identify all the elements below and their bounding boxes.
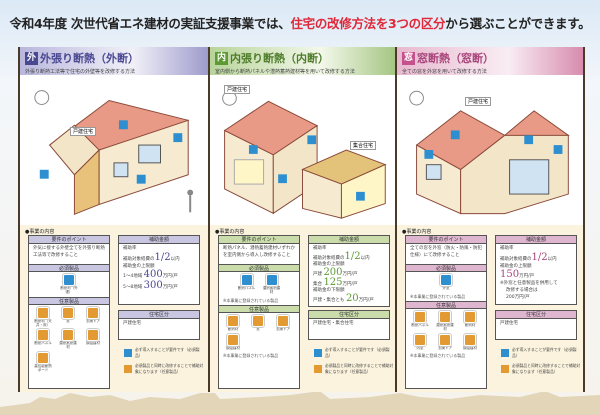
amount-header: 補助金額 — [309, 236, 389, 244]
point-header: 要件のポイント — [29, 236, 109, 244]
house-illustration: 戸建住宅 — [397, 75, 583, 225]
product-icon: 玄関ドア — [273, 313, 293, 332]
legend-optional: 必須製品と同時に改修することで補助対象になります（任意製品） — [501, 363, 581, 375]
amount-box: 補助金額 補助率 補助対象経費の1/2以内 補助金の上限額 戸建 200万円/戸… — [308, 235, 390, 307]
amount-text: 補助率 補助対象経費の1/2以内 補助金の上限額 1〜4地域 400万円/戸 5… — [123, 246, 180, 291]
requirements-box: 要件のポイント 断熱パネル、潜熱蓄熱建材いずれかを室内側から導入し改修すること … — [218, 235, 300, 389]
product-icon: 断熱材（外張） — [59, 273, 79, 295]
panel-window-insulation: 窓窓断熱（窓断） 全ての窓を外窓を用いて改修する方法 戸建住宅 ●事業の内容 要… — [395, 47, 585, 392]
panel-inner-insulation: 内内張り断熱（内断） 室内側から断熱パネルや潜熱蓄熱建材等を用いて改修する方法 … — [208, 47, 397, 392]
product-icon: 断熱材 — [223, 313, 243, 332]
house-illustration: 戸建住宅 集合住宅 — [210, 75, 395, 225]
product-icon: 内窓 — [410, 332, 430, 351]
requirements-box: 要件のポイント 全ての窓を外窓（防火・防風・防犯仕様）にて改修すること 必須製品… — [405, 235, 487, 389]
product-icon: 外窓 — [436, 273, 456, 291]
section-label: ●事業の内容 — [402, 229, 432, 235]
amount-text: 補助率 補助対象経費の1/2以内 補助金の上限額 150万円/戸 ※外窓と任意製… — [500, 246, 558, 300]
product-icon: 高性能断熱ボード — [33, 351, 53, 373]
house-type-box: 住宅区分 戸建住宅・集合住宅 — [308, 310, 390, 340]
amount-header: 補助金額 — [119, 236, 199, 244]
required-note: ※本事業に登録されている製品 — [223, 297, 279, 303]
panel-title: 窓断熱（窓断） — [417, 52, 494, 65]
product-icon: 潜熱蓄熱建材 — [58, 328, 78, 350]
amount-text: 補助率 補助対象経費の1/2以内 補助金の上限額 戸建 200万円/戸 集合 1… — [313, 246, 374, 305]
section-label: ●事業の内容 — [25, 229, 55, 235]
panel-outer-insulation: 外外張り断熱（外断） 外張り断熱工法等で住宅の外壁等を改修する方法 戸建住宅 ●… — [18, 47, 210, 392]
panel-title: 内張り断熱（内断） — [230, 52, 329, 65]
amount-box: 補助金額 補助率 補助対象経費の1/2以内 補助金の上限額 1〜4地域 400万… — [118, 235, 200, 305]
optional-header: 任意製品 — [406, 300, 486, 309]
point-header: 要件のポイント — [219, 236, 299, 244]
product-icon: 調湿建材 — [83, 328, 103, 350]
optional-header: 任意製品 — [29, 296, 109, 305]
panel-header: 外外張り断熱（外断） 外張り断熱工法等で住宅の外壁等を改修する方法 — [20, 47, 208, 75]
legend-optional: 必須製品と同時に改修することで補助対象になります（任意製品） — [124, 363, 204, 375]
house-label: 戸建住宅 — [465, 97, 492, 106]
legend-required: 必ず導入することが要件です（必須製品） — [124, 347, 204, 359]
product-icon: 潜熱蓄熱建材 — [435, 309, 455, 332]
legend-required: 必ず導入することが要件です（必須製品） — [314, 347, 394, 359]
house-type-box: 住宅区分 戸建住宅 — [495, 310, 577, 340]
house-label: 戸建住宅 — [70, 127, 97, 136]
required-header: 必須製品 — [406, 264, 486, 272]
inner-badge: 内 — [215, 51, 228, 65]
panel-header: 内内張り断熱（内断） 室内側から断熱パネルや潜熱蓄熱建材等を用いて改修する方法 — [210, 47, 395, 75]
product-icon: 断熱パネル — [33, 328, 53, 350]
required-header: 必須製品 — [219, 264, 299, 272]
house-illustration: 戸建住宅 — [20, 75, 208, 225]
required-note: ※本事業に登録されている製品 — [410, 293, 466, 299]
point-text: 全ての窓を外窓（防火・防風・防犯仕様）にて改修すること — [410, 246, 482, 258]
point-text: 外気に接する外壁全てを外張り断熱工法等で改修すること — [33, 246, 105, 258]
outer-badge: 外 — [25, 51, 38, 65]
point-header: 要件のポイント — [406, 236, 486, 244]
product-icon: 調湿建材 — [460, 332, 480, 351]
optional-note: ※本事業に登録されている製品 — [410, 353, 466, 359]
product-icon: 潜熱蓄熱建材 — [262, 273, 282, 295]
house-type-box: 住宅区分 戸建住宅 — [118, 310, 200, 340]
product-icon: 断熱パネル — [410, 309, 430, 332]
window-badge: 窓 — [402, 51, 415, 65]
product-icon: 調湿建材 — [223, 332, 243, 351]
apartment-label: 集合住宅 — [350, 141, 377, 150]
house-label: 戸建住宅 — [224, 85, 251, 94]
panel-title: 外張り断熱（外断） — [40, 52, 139, 65]
panel-desc: 外張り断熱工法等で住宅の外壁等を改修する方法 — [25, 69, 136, 75]
product-icon: 断熱パネル — [237, 273, 257, 295]
product-icon: 窓 — [248, 313, 268, 332]
panel-desc: 全ての窓を外窓を用いて改修する方法 — [402, 69, 487, 75]
product-icon: 窓 — [58, 305, 78, 328]
product-icon: 断熱材（天井・床） — [33, 305, 53, 328]
amount-header: 補助金額 — [496, 236, 576, 244]
page-title: 令和4年度 次世代省エネ建材の実証支援事業では、住宅の改修方法を3つの区分から選… — [9, 16, 591, 31]
required-header: 必須製品 — [29, 264, 109, 272]
point-text: 断熱パネル、潜熱蓄熱建材いずれかを室内側から導入し改修すること — [223, 246, 295, 258]
product-icon: 断熱材 — [460, 309, 480, 332]
legend-required: 必ず導入することが要件です（必須製品） — [501, 347, 581, 359]
optional-note: ※本事業に登録されている製品 — [223, 353, 279, 359]
amount-box: 補助金額 補助率 補助対象経費の1/2以内 補助金の上限額 150万円/戸 ※外… — [495, 235, 577, 305]
optional-header: 任意製品 — [219, 304, 299, 313]
legend-optional: 必須製品と同時に改修することで補助対象になります（任意製品） — [314, 363, 394, 375]
panel-header: 窓窓断熱（窓断） 全ての窓を外窓を用いて改修する方法 — [397, 47, 583, 75]
product-icon: 玄関ドア — [83, 305, 103, 328]
product-icon: 玄関ドア — [435, 332, 455, 351]
requirements-box: 要件のポイント 外気に接する外壁全てを外張り断熱工法等で改修すること 必須製品 … — [28, 235, 110, 389]
section-label: ●事業の内容 — [215, 229, 245, 235]
panel-desc: 室内側から断熱パネルや潜熱蓄熱建材等を用いて改修する方法 — [215, 69, 355, 75]
city-skyline-decoration — [0, 391, 600, 415]
